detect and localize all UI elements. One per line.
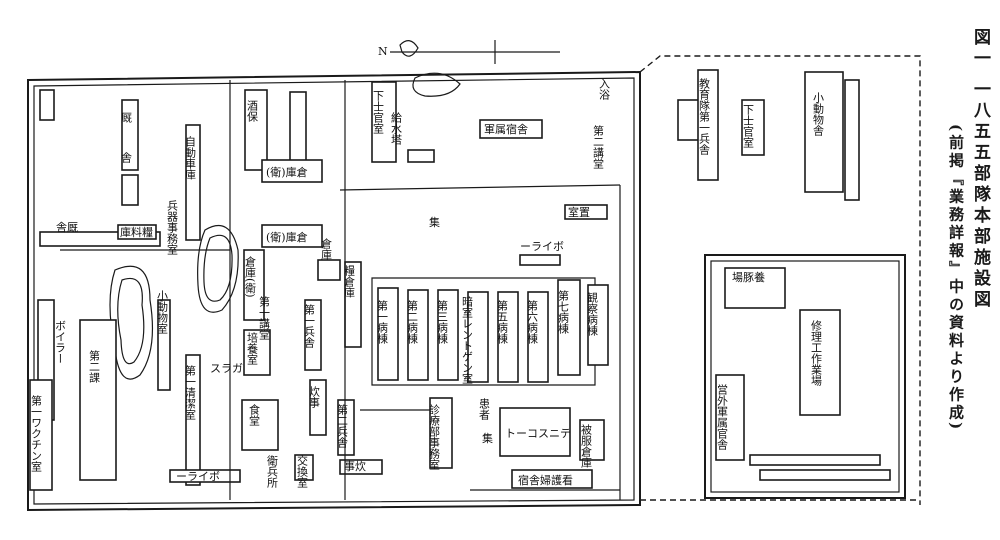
top-buildings — [371, 69, 860, 266]
label-warehouse-b: (衛)庫倉 — [266, 230, 308, 244]
label-mess: 酒保 — [246, 100, 259, 123]
label-ward-2: 第二病棟 — [406, 299, 419, 345]
label-boiler-bottom: ーライボ — [176, 470, 220, 483]
title-block: 図一 一八五五部隊本部施設図 (前掲『業務詳報』中の資料より作成) — [947, 28, 992, 528]
label-room-top: 室置 — [568, 205, 590, 219]
label-officer-quarters: 営外軍属官舎 — [716, 383, 729, 451]
label-second-lecture: 第一講堂 — [258, 295, 271, 340]
label-boiler-mid: ーライボ — [520, 240, 564, 253]
annex-buildings — [715, 267, 891, 481]
label-military-quarters: 軍属宿舎 — [484, 122, 528, 136]
label-nco-room-right: 下士官室 — [742, 104, 755, 148]
pond-center — [197, 225, 239, 313]
workshop-compound — [704, 254, 906, 499]
label-kitchen: 炊事 — [308, 386, 321, 408]
label-plant: 場豚養 — [732, 270, 765, 284]
compass-north-label: N — [378, 45, 388, 58]
label-second-barracks: 第二兵舎 — [336, 403, 349, 449]
label-tocosnite: トーコスニテ — [505, 427, 571, 440]
label-ward-5: 第五病棟 — [496, 299, 509, 345]
label-exchange-room: 交換室 — [296, 454, 309, 488]
label-workshop: 修理工作業場 — [810, 319, 823, 387]
label-ward-3: 第三病棟 — [436, 299, 449, 345]
label-small-animal-right: 小動物舎 — [812, 92, 825, 137]
label-auto-garage: 自動車庫 — [184, 136, 197, 181]
label-left-building: 舎厩 — [56, 221, 78, 234]
label-first-barracks: 第一兵舎 — [303, 303, 316, 349]
label-culture-room: 培養室 — [246, 331, 259, 365]
label-vaccine-room: 第一ワクチン室 — [30, 394, 43, 472]
pond-top — [412, 72, 461, 97]
label-weapons-office: 兵器事務室 — [166, 200, 179, 255]
page-title: 図一 一八五五部隊本部施設図 — [970, 28, 990, 311]
label-patient: 患者 — [478, 398, 491, 421]
pond-left — [109, 265, 154, 380]
label-barracks-left-mid: 舎 — [120, 152, 133, 164]
label-gathering-1: 集 — [429, 215, 440, 229]
label-boiler: ボイラー — [54, 320, 67, 364]
label-slag: スラガ — [210, 362, 243, 375]
compass: N — [378, 40, 560, 64]
label-observation-ward: 観察病棟 — [586, 291, 599, 337]
hospital-wards — [371, 277, 609, 489]
label-lecture-hall: 第二講堂 — [592, 124, 605, 169]
label-supply-room: 庫料糧 — [120, 225, 153, 239]
label-edu-barracks: 教育隊第一兵舎 — [698, 78, 711, 156]
label-warehouse-d: 倉庫 — [320, 237, 333, 261]
label-female-quarters: 宿舎婦護看 — [518, 473, 573, 487]
label-barracks-left-top: 厩 — [120, 112, 133, 123]
page-subtitle: (前掲『業務詳報』中の資料より作成) — [947, 124, 965, 433]
label-warehouse-c: 倉庫(衛) — [244, 255, 257, 298]
label-ward-6: 第六病棟 — [526, 299, 539, 345]
label-small-animal-left: 小動物室 — [156, 290, 169, 334]
annex-boundary — [639, 55, 921, 505]
internal-walls — [60, 80, 621, 500]
outer-wall — [27, 70, 641, 512]
label-guard-station: 衛兵所 — [266, 455, 279, 489]
label-dining: 食堂 — [248, 403, 261, 426]
label-food-warehouse: 糧倉庫 — [343, 264, 356, 299]
label-ward-7: 第七病棟 — [557, 289, 570, 335]
label-bathhouse: 入浴 — [598, 78, 611, 101]
left-buildings — [29, 89, 383, 491]
label-xray: 暗室レントゲン室 — [461, 295, 474, 384]
label-clothing-warehouse: 被服倉庫 — [580, 424, 593, 469]
label-warehouse-a: (衛)庫倉 — [266, 165, 308, 179]
label-gathering-2: 集 — [482, 431, 493, 445]
label-water-tower: 給水塔 — [390, 111, 403, 146]
label-second-lab: 第二課 — [88, 349, 101, 383]
label-kitchen-b: 事炊 — [344, 460, 366, 473]
map-labels: 酒保 (衛)庫倉 (衛)庫倉 倉庫(衛) 倉庫 厩 舎 自動車庫 兵器事務室 舎… — [30, 78, 825, 489]
label-clinic-office: 診療部事務室 — [428, 403, 441, 470]
label-clean-room: 第一清潔室 — [184, 364, 197, 420]
label-nco-room: 下士官室 — [372, 90, 385, 134]
label-ward-1: 第一病棟 — [376, 299, 389, 345]
